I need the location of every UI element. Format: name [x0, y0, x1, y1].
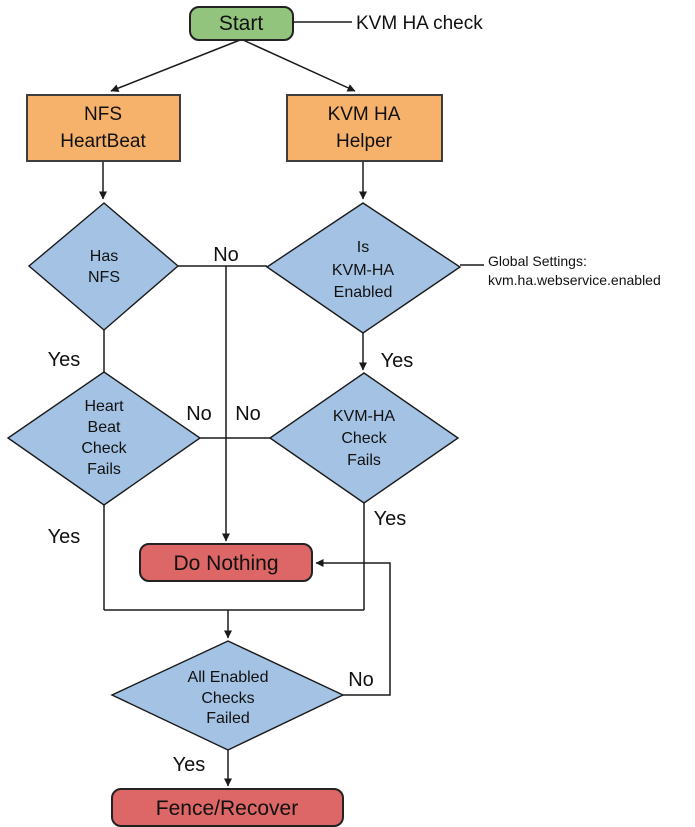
- global-settings-line1: Global Settings:: [488, 253, 587, 269]
- global-settings-line2: kvm.ha.webservice.enabled: [488, 272, 661, 288]
- has-nfs-label-line2: NFS: [88, 269, 120, 286]
- kvm-ha-check-fails-label-line3: Fails: [347, 452, 381, 469]
- is-kvm-ha-enabled-label-line1: Is: [357, 239, 369, 256]
- edge-no-loop-to-do-nothing: [315, 559, 391, 696]
- has-nfs-decision: Has NFS: [27, 202, 180, 331]
- all-enabled-checks-failed-label-line3: Failed: [206, 710, 250, 727]
- fence-recover-node: Fence/Recover: [111, 788, 344, 827]
- nfs-heartbeat-node: NFS HeartBeat: [26, 94, 181, 162]
- edge-label-yes-right-bottom: Yes: [374, 508, 407, 530]
- nfs-heartbeat-label-line1: NFS: [84, 104, 122, 125]
- fence-recover-label: Fence/Recover: [156, 797, 298, 820]
- heartbeat-check-fails-label-line4: Fails: [87, 461, 121, 478]
- do-nothing-shape: [139, 543, 313, 582]
- is-kvm-ha-enabled-decision: Is KVM-HA Enabled: [265, 202, 462, 334]
- is-kvm-ha-enabled-label-line3: Enabled: [334, 284, 393, 301]
- all-enabled-checks-failed-label-line1: All Enabled: [188, 669, 269, 686]
- connectors: [99, 21, 484, 787]
- start-node: Start: [189, 6, 294, 41]
- heartbeat-check-fails-shape: [6, 371, 202, 506]
- heartbeat-check-fails-label-line1: Heart: [84, 398, 124, 415]
- is-kvm-ha-enabled-shape: [265, 202, 462, 334]
- has-nfs-shape: [27, 202, 180, 331]
- kvm-ha-helper-label-line2: Helper: [336, 131, 393, 152]
- all-enabled-checks-failed-decision: All Enabled Checks Failed: [110, 640, 345, 751]
- edge-label-no-top: No: [213, 244, 239, 266]
- edge-labels: KVM HA check No Yes Yes No No Yes Yes No…: [48, 13, 484, 776]
- global-settings-annotation: Global Settings: kvm.ha.webservice.enabl…: [488, 253, 661, 288]
- start-label: Start: [219, 12, 264, 35]
- all-enabled-checks-failed-label-line2: Checks: [201, 690, 254, 707]
- start-shape: [189, 6, 294, 41]
- kvm-ha-helper-node: KVM HA Helper: [286, 94, 443, 162]
- kvm-ha-check-fails-shape: [268, 372, 460, 504]
- do-nothing-label: Do Nothing: [173, 552, 278, 575]
- heartbeat-check-fails-decision: Heart Beat Check Fails: [6, 371, 202, 506]
- nfs-heartbeat-shape: [26, 94, 181, 162]
- fence-recover-shape: [111, 788, 344, 827]
- nfs-heartbeat-label-line2: HeartBeat: [60, 131, 146, 152]
- is-kvm-ha-enabled-label-line2: KVM-HA: [332, 262, 395, 279]
- do-nothing-node: Do Nothing: [139, 543, 313, 582]
- heartbeat-check-fails-label-line3: Check: [81, 440, 127, 457]
- edge-start-to-nfs-heartbeat: [110, 39, 241, 92]
- edge-start-to-kvm-ha-helper: [242, 39, 356, 92]
- edge-label-yes-left-bottom: Yes: [48, 526, 81, 548]
- edge-label-yes-final: Yes: [173, 754, 206, 776]
- edge-label-no-loop: No: [348, 669, 374, 691]
- kvm-ha-helper-label-line1: KVM HA: [328, 104, 401, 125]
- edge-label-no-mid-left: No: [186, 403, 212, 425]
- all-enabled-checks-failed-shape: [110, 640, 345, 751]
- heartbeat-check-fails-label-line2: Beat: [88, 419, 121, 436]
- kvm-ha-helper-shape: [286, 94, 443, 162]
- edge-label-yes-left-top: Yes: [48, 349, 81, 371]
- edge-label-no-mid-right: No: [235, 403, 261, 425]
- kvm-ha-check-fails-label-line1: KVM-HA: [333, 408, 396, 425]
- kvm-ha-check-fails-label-line2: Check: [341, 430, 387, 447]
- kvm-ha-check-note: KVM HA check: [356, 13, 483, 34]
- kvm-ha-check-fails-decision: KVM-HA Check Fails: [268, 372, 460, 504]
- has-nfs-label-line1: Has: [90, 248, 118, 265]
- edge-label-yes-right-top: Yes: [381, 350, 414, 372]
